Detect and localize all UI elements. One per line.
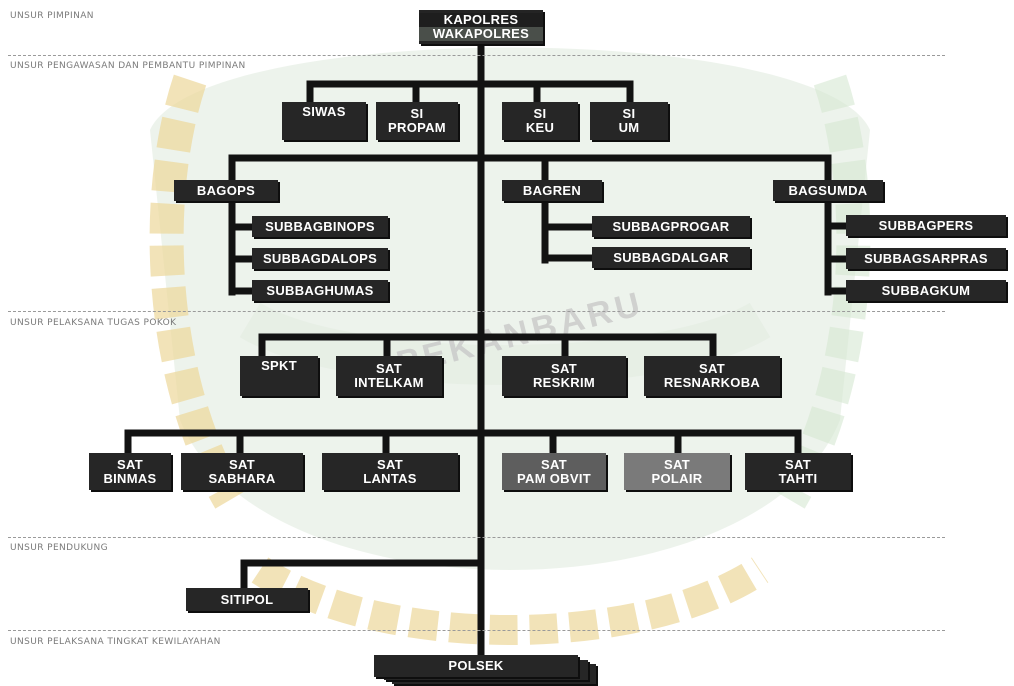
subbagprogar-box: SUBBAGPROGAR [592, 216, 750, 237]
sium-box: SI UM [590, 102, 668, 140]
subbagkum-box: SUBBAGKUM [846, 280, 1006, 301]
section-label-kewilayahan: UNSUR PELAKSANA TINGKAT KEWILAYAHAN [10, 637, 221, 647]
section-divider [8, 311, 945, 312]
siwas-box: SIWAS [282, 102, 366, 140]
emblem-left-leaves [149, 74, 245, 509]
wakapolres-label: WAKAPOLRES [419, 27, 543, 41]
section-label-pengawasan: UNSUR PENGAWASAN DAN PEMBANTU PIMPINAN [10, 61, 246, 71]
satsabhara-box: SAT SABHARA [181, 453, 303, 490]
sipropam-box: SI PROPAM [376, 102, 458, 140]
subbagdalgar-box: SUBBAGDALGAR [592, 247, 750, 268]
kapolres-box: KAPOLRES WAKAPOLRES [419, 10, 543, 44]
section-divider [8, 537, 945, 538]
polsek-box: POLSEK [374, 655, 578, 677]
sattahti-box: SAT TAHTI [745, 453, 851, 490]
section-divider [8, 630, 945, 631]
satresnarkoba-box: SAT RESNARKOBA [644, 356, 780, 396]
subbagpers-box: SUBBAGPERS [846, 215, 1006, 236]
satpamobvit-box: SAT PAM OBVIT [502, 453, 606, 490]
bagsumda-box: BAGSUMDA [773, 180, 883, 201]
satpolair-box: SAT POLAIR [624, 453, 730, 490]
subbagdalops-box: SUBBAGDALOPS [252, 248, 388, 269]
spkt-box: SPKT [240, 356, 318, 396]
emblem-green-ring [150, 47, 870, 570]
section-label-pendukung: UNSUR PENDUKUNG [10, 543, 109, 553]
subbagbinops-box: SUBBAGBINOPS [252, 216, 388, 237]
section-divider [8, 55, 945, 56]
bagops-box: BAGOPS [174, 180, 278, 201]
section-label-pimpinan: UNSUR PIMPINAN [10, 11, 94, 21]
satlantas-box: SAT LANTAS [322, 453, 458, 490]
bagren-box: BAGREN [502, 180, 602, 201]
sitipol-box: SITIPOL [186, 588, 308, 611]
kapolres-label: KAPOLRES [419, 13, 543, 27]
subbaghumas-box: SUBBAGHUMAS [252, 280, 388, 301]
subbagsarpras-box: SUBBAGSARPRAS [846, 248, 1006, 269]
sikeu-box: SI KEU [502, 102, 578, 140]
satintelkam-box: SAT INTELKAM [336, 356, 442, 396]
section-label-pelaksana: UNSUR PELAKSANA TUGAS POKOK [10, 318, 177, 328]
satreskrim-box: SAT RESKRIM [502, 356, 626, 396]
satbinmas-box: SAT BINMAS [89, 453, 171, 490]
